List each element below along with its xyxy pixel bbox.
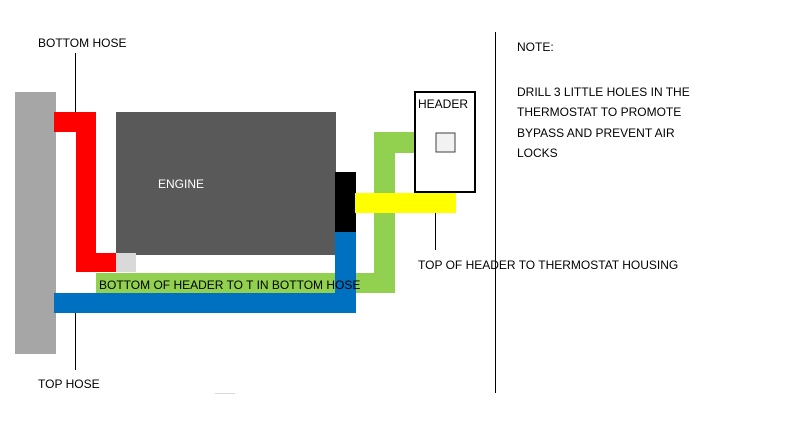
stray-mark xyxy=(215,393,235,394)
bottom-header-to-t-label: BOTTOM OF HEADER TO T IN BOTTOM HOSE xyxy=(99,278,360,292)
top-hose-vertical xyxy=(335,232,356,313)
t-piece xyxy=(116,253,136,272)
note-panel: NOTE: DRILL 3 LITTLE HOLES IN THE THERMO… xyxy=(517,37,787,164)
engine-block xyxy=(116,112,336,255)
bottom-hose-bottom-segment xyxy=(76,253,116,272)
radiator xyxy=(15,92,56,354)
note-title: NOTE: xyxy=(517,40,554,54)
top-hose-horizontal xyxy=(54,293,356,313)
top-header-to-thermostat-label: TOP OF HEADER TO THERMOSTAT HOUSING xyxy=(418,258,678,272)
note-text: DRILL 3 LITTLE HOLES IN THE THERMOSTAT T… xyxy=(517,84,690,161)
engine-label: ENGINE xyxy=(158,177,204,191)
thermostat-housing xyxy=(335,172,356,232)
header-cap xyxy=(435,132,456,153)
header-top-pipe xyxy=(355,193,456,213)
bottom-hose-label: BOTTOM HOSE xyxy=(38,36,126,50)
bottom-hose-vertical xyxy=(76,112,96,272)
header-label: HEADER xyxy=(418,97,468,111)
header-bottom-pipe-horizontal xyxy=(96,273,392,293)
header-bottom-pipe-top xyxy=(374,132,415,153)
top-hose-label: TOP HOSE xyxy=(38,377,100,391)
